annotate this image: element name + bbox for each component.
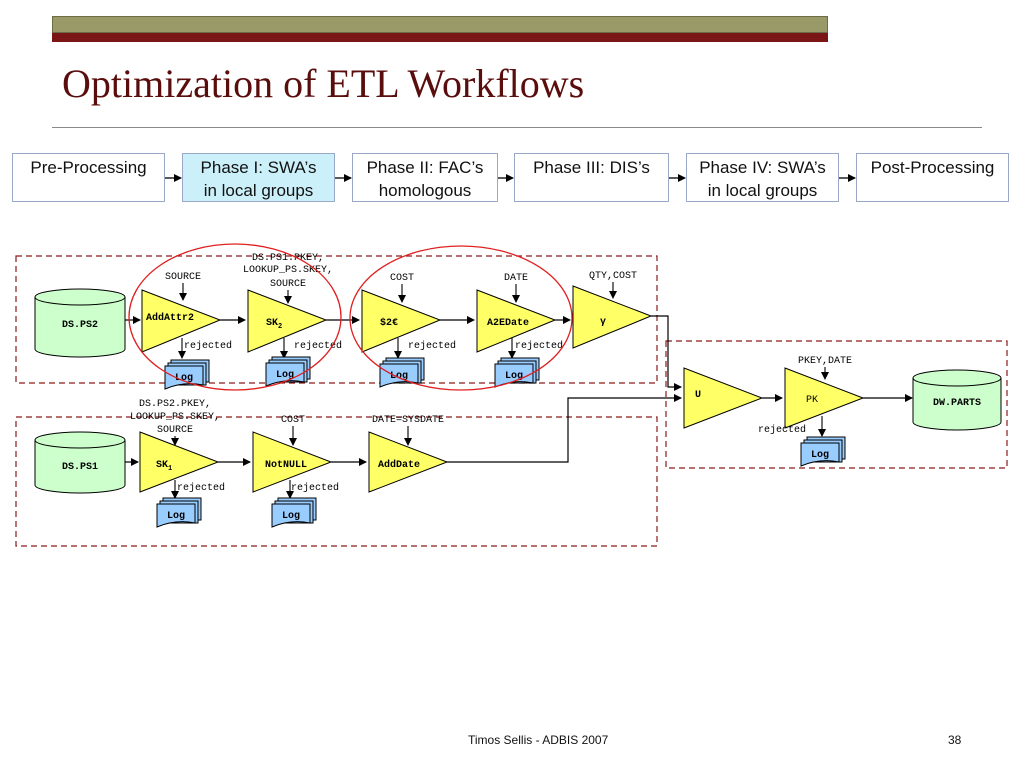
pk-label: PK — [806, 395, 818, 406]
phase-label-line1: Phase III: DIS’s — [533, 158, 650, 177]
a2edate-param: DATE — [504, 273, 528, 284]
svg-text:SK2: SK2 — [266, 318, 282, 331]
activity-addattr2: SOURCE AddAttr2 rejected Log — [141, 272, 246, 390]
phase-label-line1: Pre-Processing — [30, 158, 147, 177]
svg-text:Log: Log — [276, 370, 294, 381]
log-icon: Log — [156, 497, 202, 528]
phase2-highlight-circle — [349, 245, 573, 391]
dollar-label: $2€ — [380, 317, 398, 329]
adddate-to-union-edge — [447, 394, 682, 463]
gamma-to-union-edge — [651, 315, 682, 391]
svg-text:Log: Log — [505, 371, 523, 382]
activity-dollar-to-euro: COST $2€ rejected Log — [361, 273, 475, 388]
target-dw-parts-label: DW.PARTS — [933, 398, 981, 409]
svg-text:Log: Log — [390, 371, 408, 382]
activity-pk: PKEY,DATE PK rejected Log — [758, 356, 913, 467]
svg-text:Log: Log — [282, 511, 300, 522]
dollar-rejected: rejected — [408, 340, 456, 352]
activity-sk2: DS.PS1.PKEY, LOOKUP_PS.SKEY, SOURCE SK2 … — [243, 253, 360, 387]
svg-text:Log: Log — [175, 373, 193, 384]
notnull-rejected: rejected — [291, 482, 339, 494]
activity-union: U — [683, 367, 764, 429]
phase-label-line2: homologous — [378, 181, 472, 200]
adddate-label: AddDate — [378, 459, 420, 471]
top-flow-group-box — [15, 255, 658, 384]
phase-label-line1: Phase I: SWA’s — [200, 158, 317, 177]
sk2-param-2: LOOKUP_PS.SKEY, — [243, 265, 333, 276]
page-number: 38 — [948, 733, 962, 747]
source-ds-ps1: DS.PS1 — [34, 431, 126, 494]
source-ds-ps2: DS.PS2 — [34, 288, 126, 358]
sk2-param-1: DS.PS1.PKEY, — [252, 253, 324, 264]
addattr2-param: SOURCE — [165, 272, 201, 283]
activity-gamma-aggregation: QTY,COST γ — [572, 271, 653, 349]
sk1-rejected: rejected — [177, 482, 225, 494]
sk2-param-3: SOURCE — [270, 279, 306, 290]
sk1-param-1: DS.PS2.PKEY, — [139, 399, 211, 410]
addattr2-label: AddAttr2 — [146, 312, 194, 324]
log-icon: Log — [164, 359, 210, 390]
a2edate-label: A2EDate — [487, 318, 529, 329]
log-icon: Log — [379, 357, 425, 388]
svg-text:SK1: SK1 — [156, 460, 172, 473]
phase-label-line2: in local groups — [203, 181, 314, 200]
log-icon: Log — [271, 497, 317, 528]
source-ds-ps2-label: DS.PS2 — [62, 320, 98, 331]
slide-title: Optimization of ETL Workflows — [62, 61, 585, 106]
sk1-label: SK — [156, 460, 168, 471]
header-decoration — [52, 16, 828, 42]
log-icon: Log — [800, 436, 846, 467]
phase-3: Phase III: DIS’s — [514, 153, 669, 202]
target-dw-parts: DW.PARTS — [912, 369, 1002, 431]
notnull-param: COST — [281, 415, 305, 426]
a2edate-rejected: rejected — [515, 340, 563, 352]
phase-4: Phase IV: SWA’s in local groups — [686, 153, 839, 202]
source-ds-ps1-label: DS.PS1 — [62, 462, 98, 473]
gamma-param: QTY,COST — [589, 271, 637, 282]
header-olive-bar — [52, 16, 828, 33]
pk-param: PKEY,DATE — [798, 356, 852, 367]
activity-sk1: DS.PS2.PKEY, LOOKUP_PS.SKEY, SOURCE SK1 … — [130, 399, 251, 528]
bottom-flow-group-box — [15, 416, 658, 547]
addattr2-rejected: rejected — [184, 340, 232, 352]
phase-label-line1: Phase II: FAC’s — [366, 158, 484, 177]
phase-label-line1: Post-Processing — [870, 158, 995, 177]
activity-a2edate: DATE A2EDate rejected Log — [476, 273, 571, 388]
svg-text:Log: Log — [811, 450, 829, 461]
phase-post-processing: Post-Processing — [856, 153, 1009, 202]
title-underline — [52, 127, 982, 128]
sk1-subscript: 1 — [168, 465, 172, 473]
sk1-param-3: SOURCE — [157, 425, 193, 436]
sk2-label: SK — [266, 318, 278, 329]
phase-pre-processing: Pre-Processing — [12, 153, 165, 202]
activity-notnull: COST NotNULL rejected Log — [252, 415, 367, 528]
notnull-label: NotNULL — [265, 460, 307, 471]
right-flow-group-box — [665, 340, 1008, 469]
gamma-label: γ — [600, 317, 606, 328]
phase-label-line1: Phase IV: SWA’s — [699, 158, 826, 177]
union-label: U — [695, 390, 701, 401]
svg-text:Log: Log — [167, 511, 185, 522]
adddate-param: DATE=SYSDATE — [372, 415, 444, 426]
dollar-param: COST — [390, 273, 414, 284]
footer-author: Timos Sellis - ADBIS 2007 — [468, 733, 609, 747]
phase-label-line2: in local groups — [707, 181, 818, 200]
pk-rejected: rejected — [758, 424, 806, 436]
header-maroon-bar — [52, 33, 828, 42]
activity-adddate: DATE=SYSDATE AddDate — [368, 415, 449, 493]
sk2-subscript: 2 — [278, 323, 282, 331]
sk1-param-2: LOOKUP_PS.SKEY, — [130, 412, 220, 423]
phase-2: Phase II: FAC’s homologous — [352, 153, 498, 202]
phase1-highlight-circle — [128, 243, 342, 391]
log-icon: Log — [265, 356, 311, 387]
phase-1: Phase I: SWA’s in local groups — [182, 153, 335, 202]
